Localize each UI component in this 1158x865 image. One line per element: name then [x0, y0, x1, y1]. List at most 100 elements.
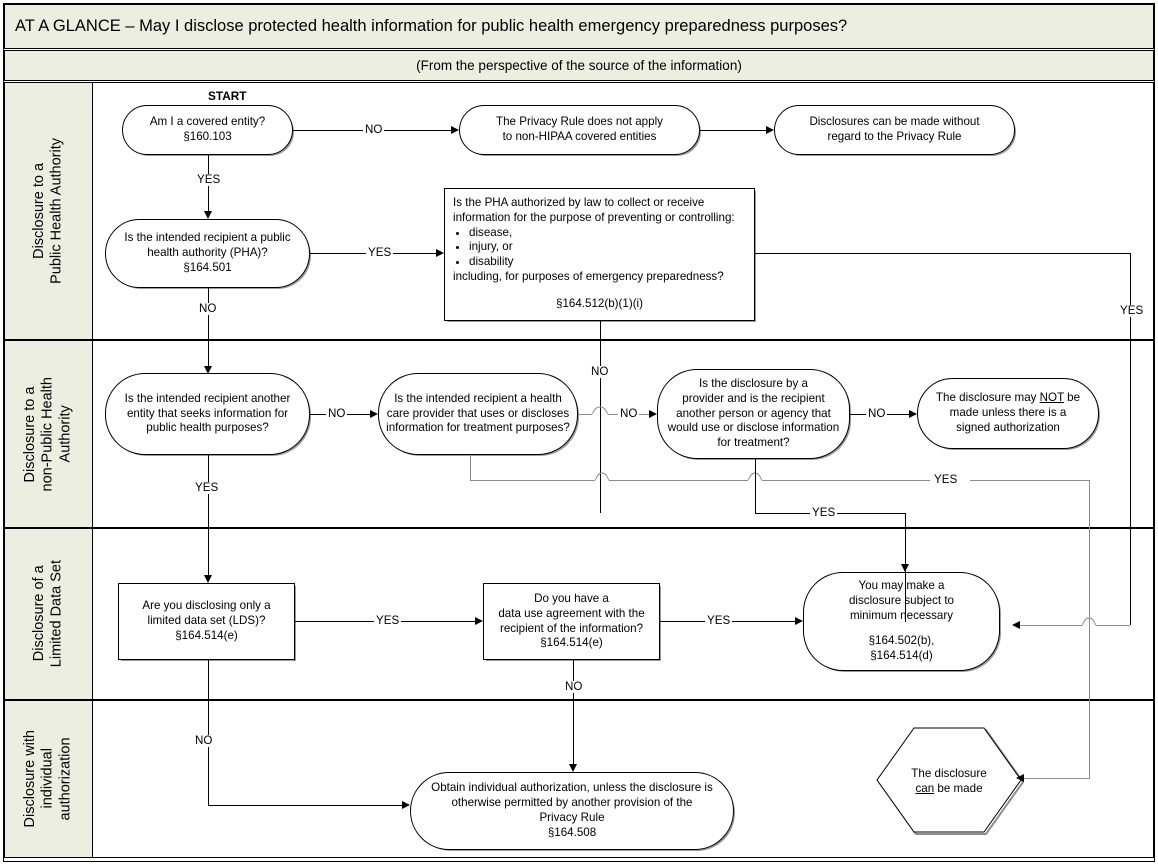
node-obtain-auth-line2: otherwise permitted by another provision…: [451, 796, 693, 810]
arrowhead-ce-yes: [203, 211, 212, 219]
node-pha-recipient[interactable]: Is the intended recipient a public healt…: [105, 219, 310, 288]
sidebar-item-public-health-authority: Disclosure to a Public Health Authority: [4, 82, 93, 340]
edge-jump-hcp-no: [592, 406, 608, 415]
node-pha-recipient-line2: health authority (PHA)?: [147, 246, 268, 260]
edge-pha-auth-no-v: [600, 321, 601, 513]
edge-to-hexagon-v: [1089, 480, 1090, 778]
edge-label-provider-disc-yes: YES: [810, 506, 838, 519]
node-other-entity-line1: Is the intended recipient another: [124, 391, 291, 405]
node-privacy-rule-not-apply-line1: The Privacy Rule does not apply: [496, 115, 663, 129]
arrowhead-pha-yes: [436, 248, 444, 257]
outer-frame: [3, 3, 1155, 862]
edge-lds-no-h: [208, 805, 402, 806]
node-obtain-individual-authorization[interactable]: Obtain individual authorization, unless …: [410, 772, 734, 850]
node-no-regard-line2: regard to the Privacy Rule: [827, 130, 962, 143]
node-provider-disc-line4: would use or disclose information: [667, 421, 840, 435]
node-provider-disc-line2: provider and is the recipient: [682, 391, 825, 405]
edge-pha-auth-yes-h: [755, 253, 1131, 254]
edge-min-nec-right-h2: [1096, 625, 1130, 626]
node-privacy-rule-not-apply-line2: to non-HIPAA covered entities: [502, 130, 657, 143]
arrowhead-privacy-to-noregard: [766, 125, 774, 134]
node-no-regard-privacy-rule[interactable]: Disclosures can be made without regard t…: [774, 105, 1015, 155]
node-data-use-agreement[interactable]: Do you have a data use agreement with th…: [483, 583, 660, 660]
edge-pha-auth-yes-v: [1130, 253, 1131, 625]
node-no-regard-line1: Disclosures can be made without: [809, 115, 980, 129]
edge-privacy-to-noregard: [700, 130, 766, 131]
arrowhead-lds-yes: [475, 616, 483, 625]
edge-label-ce-no: NO: [363, 123, 385, 136]
edge-jump-min-nec: [1082, 617, 1096, 626]
node-pha-auth-bullet-1: injury, or: [469, 240, 746, 255]
edge-label-pha-auth-yes: YES: [1118, 304, 1146, 317]
edge-row2-yes-h1: [470, 480, 595, 481]
node-not-made-emph: NOT: [1039, 391, 1064, 405]
node-pha-auth-citation: §164.512(b)(1)(i): [556, 296, 643, 310]
arrowhead-dua-yes: [795, 616, 803, 625]
node-covered-entity-line2: §160.103: [183, 130, 232, 143]
edge-hcp-no-h1: [578, 414, 592, 415]
node-min-nec-line1: You may make a: [858, 578, 945, 592]
node-other-entity-line2: entity that seeks information for: [126, 406, 289, 420]
node-not-made-line3: signed authorization: [956, 420, 1060, 434]
node-provider-disc-line5: for treatment?: [717, 436, 790, 450]
sidebar-item-limited-data-set: Disclosure of a Limited Data Set: [4, 528, 93, 700]
edge-label-lds-yes: YES: [374, 614, 402, 627]
start-label: START: [208, 89, 247, 103]
node-pha-auth-bullet-list: disease, injury, or disability: [453, 226, 746, 270]
edge-jump-row2-a: [595, 472, 609, 481]
node-lds-line3: §164.514(e): [175, 628, 238, 642]
node-disclosure-can-be-made[interactable]: The disclosure can be made: [874, 724, 1024, 836]
node-dua-line4: §164.514(e): [540, 636, 603, 650]
edge-other-entity-yes-v: [208, 455, 209, 575]
node-can-be-made-emph: can: [915, 782, 935, 796]
arrowhead-ce-no: [451, 125, 459, 134]
node-health-care-provider-treatment[interactable]: Is the intended recipient a health care …: [378, 373, 578, 455]
node-can-be-made-line1: The disclosure: [911, 767, 987, 780]
node-min-nec-cite1: §164.502(b),: [868, 634, 935, 648]
node-not-be-made-authorization[interactable]: The disclosure may NOT be made unless th…: [917, 378, 1099, 449]
edge-label-pha-yes: YES: [366, 246, 394, 259]
node-pha-auth-intro1: Is the PHA authorized by law to collect …: [453, 196, 705, 209]
page-subtitle: (From the perspective of the source of t…: [4, 50, 1154, 81]
edge-label-lds-no: NO: [193, 734, 215, 747]
node-obtain-auth-line4: §164.508: [547, 825, 597, 839]
node-other-entity-public-health[interactable]: Is the intended recipient another entity…: [105, 373, 310, 455]
sidebar-item-individual-authorization: Disclosure with individual authorization: [4, 700, 93, 858]
node-hcp-line1: Is the intended recipient a health: [394, 391, 562, 405]
node-privacy-rule-not-apply[interactable]: The Privacy Rule does not apply to non-H…: [459, 105, 700, 155]
sidebar-item-non-public-health-authority: Disclosure to a non-Public Health Author…: [4, 340, 93, 528]
node-min-nec-line3: minimum necessary: [849, 608, 954, 622]
node-lds-line2: limited data set (LDS)?: [147, 614, 266, 628]
edge-label-pha-no: NO: [197, 302, 219, 315]
node-not-made-post: be: [1063, 391, 1081, 405]
node-dua-line2: data use agreement with the: [498, 606, 645, 620]
node-provider-disclosure-recipient[interactable]: Is the disclosure by a provider and is t…: [657, 369, 850, 459]
node-pha-authorized-by-law[interactable]: Is the PHA authorized by law to collect …: [444, 188, 755, 321]
band-label-4: Disclosure with individual authorization: [21, 730, 74, 828]
arrowhead-pha-no: [203, 366, 212, 374]
node-hcp-line2: care provider that uses or discloses: [386, 406, 570, 420]
node-lds-line1: Are you disclosing only a: [142, 599, 271, 613]
edge-label-not-made-yes: YES: [932, 473, 960, 486]
node-pha-auth-bullet-0: disease,: [469, 226, 746, 241]
node-covered-entity[interactable]: Am I a covered entity? §160.103: [122, 105, 293, 155]
arrowhead-obtain-auth-left: [402, 800, 410, 809]
node-dua-line1: Do you have a: [534, 591, 609, 605]
page-title: AT A GLANCE – May I disclose protected h…: [4, 4, 1154, 49]
node-provider-disc-line3: another person or agency that: [676, 406, 831, 420]
node-can-be-made-post: be made: [934, 782, 983, 796]
arrowhead-lds: [203, 575, 212, 583]
edge-hcp-yes-v: [470, 455, 471, 480]
node-can-be-made-text: The disclosure can be made: [874, 766, 1024, 796]
edge-row2-yes-h4: [970, 480, 1089, 481]
edge-to-hexagon-h: [1024, 778, 1090, 779]
node-pha-auth-bullet-2: disability: [469, 255, 746, 270]
edge-label-pha-auth-no: NO: [589, 365, 611, 378]
node-obtain-auth-line3: Privacy Rule: [539, 811, 605, 824]
node-min-nec-line2: disclosure subject to: [848, 593, 955, 607]
edge-min-nec-right-h1: [1020, 625, 1082, 626]
edge-row2-yes-h2: [609, 480, 748, 481]
node-limited-data-set[interactable]: Are you disclosing only a limited data s…: [118, 583, 295, 660]
edge-pha-no: [208, 288, 209, 367]
node-minimum-necessary[interactable]: You may make a disclosure subject to min…: [803, 572, 1000, 671]
